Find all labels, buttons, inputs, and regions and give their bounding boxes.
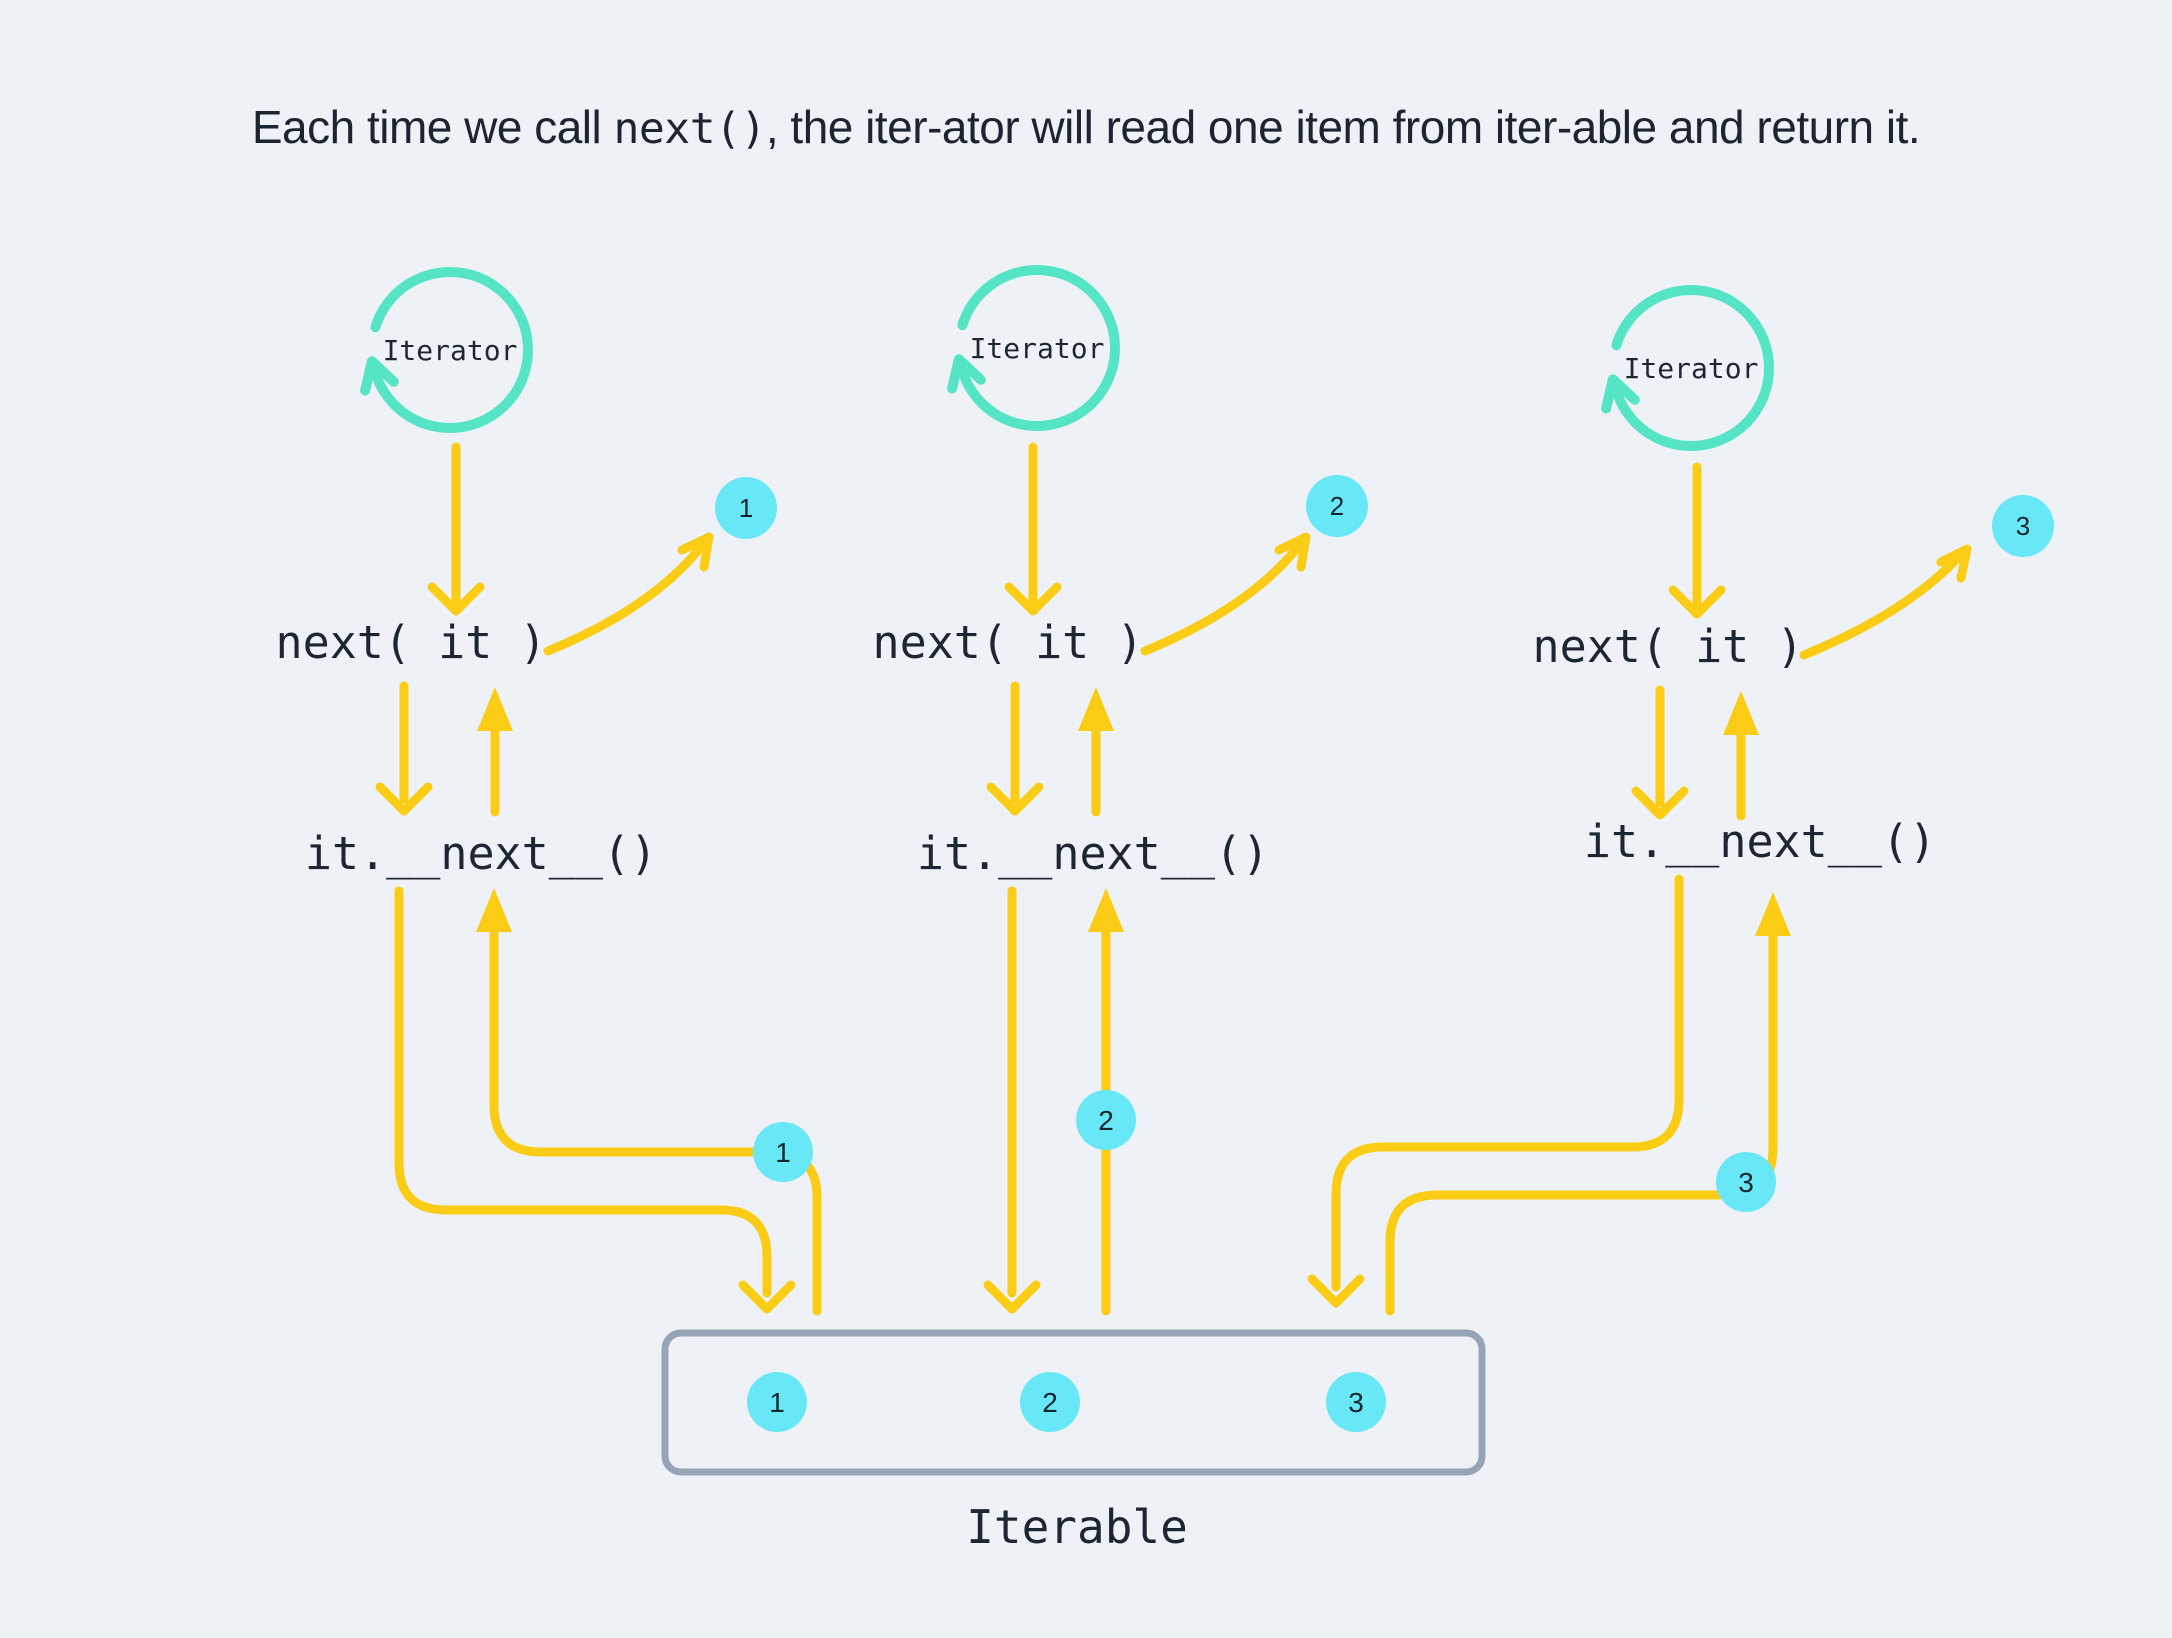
iterator-label: Iterator (970, 332, 1105, 365)
arrow-curved-chevron-icon (1936, 544, 1972, 583)
iterable-item-label: 2 (1042, 1387, 1058, 1418)
iterator-cycle-icon (1601, 285, 1774, 451)
value-badge-return-label: 2 (1098, 1105, 1114, 1136)
call-path-dunder-to-iterable (1331, 874, 1684, 1292)
value-badge-top (715, 477, 777, 539)
arrow-down-chevron-icon (1631, 786, 1689, 820)
arrow-curved-chevron-icon (677, 532, 714, 572)
arrow-down-chevron-icon (986, 782, 1044, 816)
iterator-cycle-icon (947, 265, 1120, 431)
value-badge-top-label: 3 (2016, 511, 2030, 541)
value-badge-return-label: 1 (775, 1137, 791, 1168)
iterator-ring (370, 267, 533, 433)
iterable-box (661, 1329, 1486, 1476)
arrow-next-to-value (1799, 547, 1968, 660)
value-badge-top (1306, 475, 1368, 537)
title-suffix: , the iter-ator will read one item from … (765, 101, 1921, 153)
iterator-column-3: Iterator next( it ) 3 it.__next__() 3 (1307, 285, 2054, 1316)
title-code-next: next() (613, 104, 767, 154)
dunder-next-label: it.__next__() (1584, 815, 1936, 868)
value-badge-return (1076, 1090, 1136, 1150)
arrow-down-chevron-icon (375, 782, 433, 816)
next-call-label: next( it ) (276, 616, 547, 669)
iterator-ring (957, 265, 1120, 431)
arrow-up-triangle-icon (1755, 892, 1791, 936)
value-badge-return (753, 1122, 813, 1182)
iterator-ring (1611, 285, 1774, 451)
iterator-label: Iterator (383, 334, 518, 367)
arrow-up-triangle-icon (477, 687, 513, 731)
dunder-next-label: it.__next__() (917, 827, 1269, 880)
arrow-down-chevron-icon (1307, 1274, 1365, 1308)
arrow-up-triangle-icon (1723, 691, 1759, 735)
iterator-label: Iterator (1624, 352, 1759, 385)
return-path-iterable-to-dunder (1385, 929, 1778, 1316)
arrow-down-chevron-icon (427, 582, 485, 616)
iterable-label: Iterable (966, 1500, 1188, 1554)
value-badge-return-label: 3 (1738, 1167, 1754, 1198)
arrow-down-chevron-icon (1004, 582, 1062, 616)
next-call-label: next( it ) (1533, 620, 1804, 673)
return-path-iterable-to-dunder (489, 925, 822, 1316)
value-badge-top-label: 1 (739, 493, 753, 523)
iterator-cycle-icon (360, 267, 533, 433)
iterator-ring-arrowhead-icon (1601, 374, 1640, 414)
arrow-next-to-value (1140, 538, 1306, 656)
arrow-next-to-value (543, 538, 709, 656)
iterable-item (747, 1372, 807, 1432)
arrow-curved-chevron-icon (1274, 532, 1311, 572)
arrow-up-triangle-icon (1088, 888, 1124, 932)
dunder-next-label: it.__next__() (305, 827, 657, 880)
iterator-column-1: Iterator next( it ) 1 it.__next__() 1 (276, 267, 822, 1316)
next-call-label: next( it ) (873, 616, 1144, 669)
arrow-down-chevron-icon (738, 1280, 796, 1314)
iterator-ring-arrowhead-icon (360, 356, 399, 396)
call-path-dunder-to-iterable (394, 886, 772, 1298)
arrow-down-chevron-icon (983, 1280, 1041, 1314)
arrow-up-triangle-icon (1078, 687, 1114, 731)
page-title: Each time we call next(), the iter-ator … (0, 100, 2172, 154)
iterator-column-2: Iterator next( it ) 2 it.__next__() 2 (873, 265, 1368, 1316)
arrow-up-triangle-icon (476, 888, 512, 932)
iterable-container: 1 2 3 Iterable (661, 1329, 1486, 1554)
value-badge-return (1716, 1152, 1776, 1212)
value-badge-top (1992, 495, 2054, 557)
iterable-item (1020, 1372, 1080, 1432)
value-badge-top-label: 2 (1330, 491, 1344, 521)
arrow-down-chevron-icon (1668, 585, 1726, 619)
iterable-item-label: 3 (1348, 1387, 1364, 1418)
iterable-item (1326, 1372, 1386, 1432)
iterator-ring-arrowhead-icon (947, 354, 986, 394)
iterable-item-label: 1 (769, 1387, 785, 1418)
title-prefix: Each time we call (251, 101, 614, 153)
